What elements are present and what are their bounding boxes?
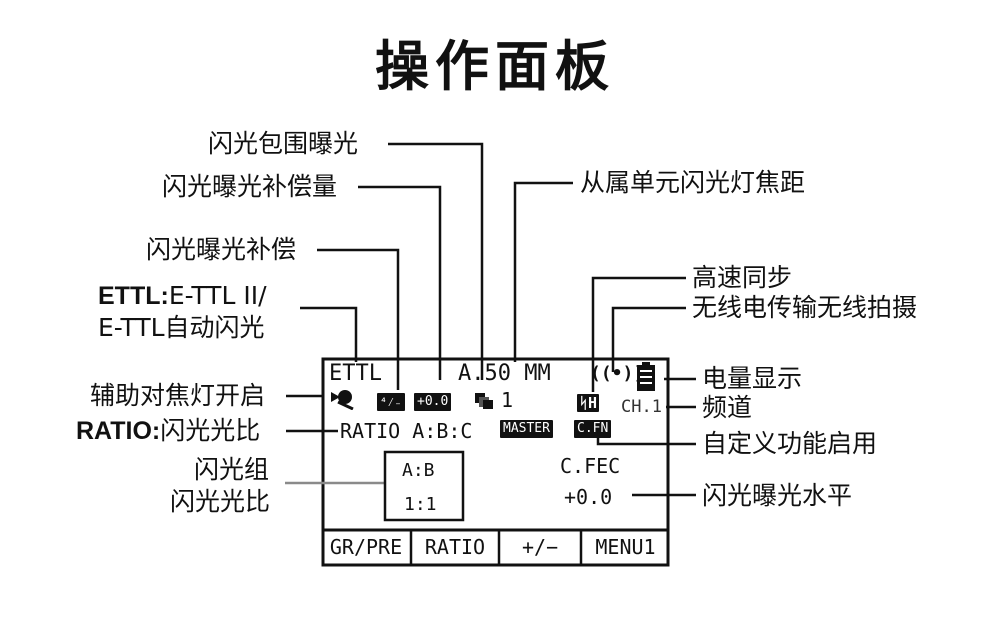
callout-hss: 高速同步 (692, 263, 793, 292)
af-assist-lamp-icon (331, 390, 354, 410)
lcd-cfec-value: +0.0 (564, 485, 613, 509)
lcd-group-ratio-top: A:B (402, 460, 435, 481)
callout-battery: 电量显示 (702, 364, 803, 393)
high-speed-sync-icon: ᛋH (577, 394, 600, 412)
callout-group-ratio-line1: 闪光组 (194, 455, 270, 484)
callout-ettl-value1: E-TTL II/ (168, 281, 267, 310)
callout-ratio-key: RATIO: (76, 417, 161, 445)
callout-slave-zoom: 从属单元闪光灯焦距 (580, 168, 806, 197)
callout-ettl-value2: E-TTL自动闪光 (98, 313, 265, 342)
lcd-cfn-chip: C.FN (574, 420, 612, 438)
bracketing-icon (475, 393, 493, 409)
callout-af-assist: 辅助对焦灯开启 (90, 381, 266, 410)
lcd-group-ratio-bottom: 1:1 (404, 494, 437, 515)
battery-icon (637, 362, 655, 391)
callout-custom-fn: 自定义功能启用 (702, 429, 878, 458)
callout-channel: 频道 (702, 393, 753, 422)
callout-group-ratio-line2: 闪光光比 (170, 487, 271, 516)
lcd-channel: CH.1 (621, 397, 662, 417)
callout-ettl: ETTL:E-TTL II/ (98, 281, 267, 311)
lcd-bracket-count: 1 (501, 388, 514, 412)
callout-wireless: 无线电传输无线拍摄 (692, 293, 918, 322)
lcd-master-chip: MASTER (500, 420, 553, 438)
softkey-ratio[interactable]: RATIO (424, 535, 486, 559)
callout-bracketing: 闪光包围曝光 (208, 129, 359, 158)
radio-wireless-icon: ((•)) (590, 363, 645, 384)
page-title: 操作面板 (375, 35, 615, 98)
lcd-zoom: A.50 MM (458, 361, 551, 386)
callout-ettl-key: ETTL: (98, 282, 169, 310)
callout-fec-amount: 闪光曝光补偿量 (162, 172, 338, 201)
callout-fec-level: 闪光曝光水平 (702, 481, 853, 510)
callout-ratio: RATIO:闪光光比 (76, 416, 260, 446)
softkey-gr-pre[interactable]: GR/PRE (329, 535, 403, 559)
lcd-fec-amount: +0.0 (414, 393, 452, 411)
lcd-mode: ETTL (329, 361, 382, 386)
lcd-ratio: RATIO A:B:C (340, 419, 473, 443)
softkey-plus-minus[interactable]: +/− (521, 535, 559, 559)
callout-ratio-value: 闪光光比 (160, 416, 261, 445)
flash-exposure-compensation-icon: ⁴⁄₋ (377, 393, 405, 411)
lcd-cfec-label: C.FEC (560, 454, 621, 478)
softkey-menu1[interactable]: MENU1 (595, 535, 656, 559)
callout-fec: 闪光曝光补偿 (146, 235, 297, 264)
